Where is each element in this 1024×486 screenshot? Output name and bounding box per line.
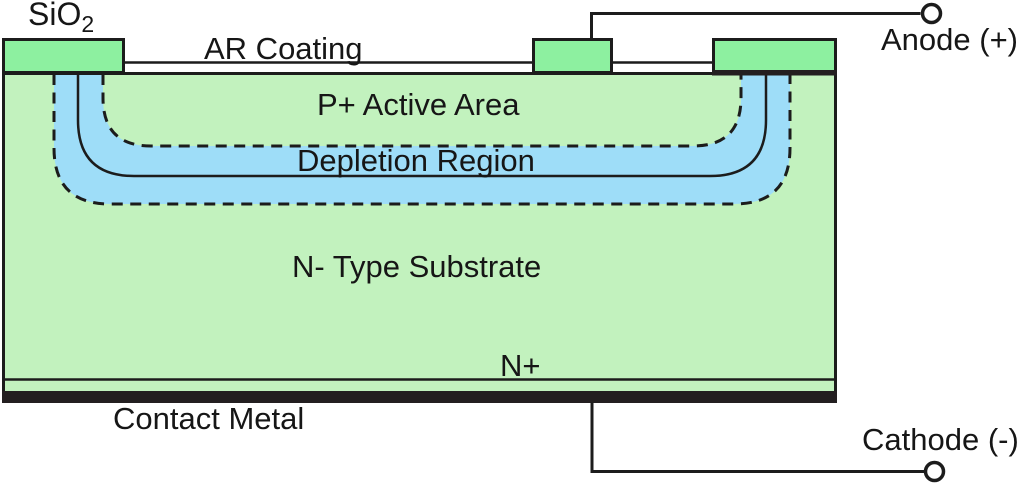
anode-wire <box>590 12 921 42</box>
pn-junction-line <box>76 74 768 178</box>
contact-metal-bar <box>2 391 837 403</box>
ar-coating-label: AR Coating <box>204 31 363 66</box>
n-plus-label: N+ <box>500 348 541 383</box>
depletion-region-label: Depletion Region <box>297 143 535 178</box>
p-active-area-label: P+ Active Area <box>317 87 520 122</box>
anode-pad-metal-strip <box>712 70 837 76</box>
sio2-label: SiO2 <box>28 0 94 36</box>
cathode-terminal-circle <box>923 460 946 483</box>
anode-terminal-circle <box>920 2 943 25</box>
sio2-label-base: SiO <box>28 0 82 32</box>
sio2-contact-pad <box>2 38 125 74</box>
contact-metal-label: Contact Metal <box>113 401 305 436</box>
depletion-inner-dashed-boundary <box>101 74 743 148</box>
n-type-substrate-region <box>2 72 837 391</box>
depletion-region-band <box>54 74 790 204</box>
anode-label: Anode (+) <box>881 22 1019 57</box>
cathode-label: Cathode (-) <box>862 422 1019 457</box>
anode-contact-pad <box>712 38 837 74</box>
sio2-label-subscript: 2 <box>81 11 95 37</box>
n-type-substrate-label: N- Type Substrate <box>292 249 542 284</box>
cathode-wire <box>590 402 924 473</box>
center-contact-pad <box>532 38 613 74</box>
depletion-outer-dashed-boundary <box>52 74 792 206</box>
